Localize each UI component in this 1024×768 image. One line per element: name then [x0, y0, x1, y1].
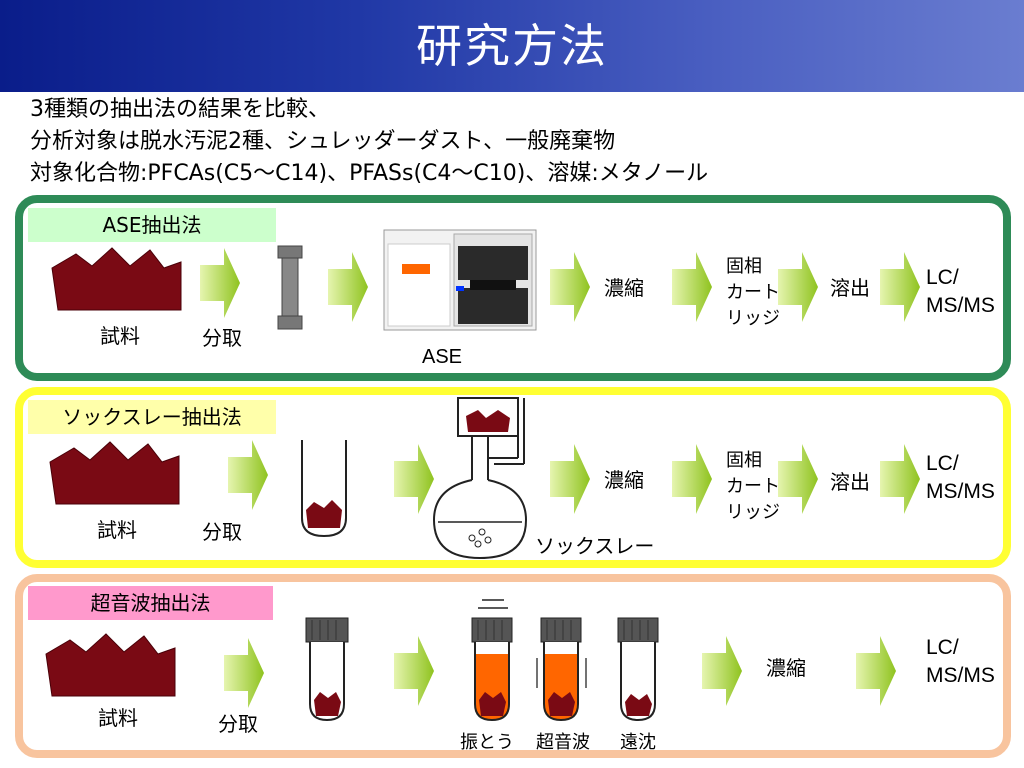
flow-arrow-icon [394, 444, 434, 514]
flow-arrow-icon [778, 252, 818, 322]
shaking-label: 振とう [460, 732, 514, 753]
sample-label: 試料 [97, 518, 137, 542]
flow-arrow-icon [672, 444, 712, 514]
soxhlet-panel [15, 387, 1011, 568]
intro-line-3: 対象化合物:PFCAs(C5～C14)、PFASs(C4～C10)、溶媒:メタノ… [30, 161, 709, 186]
flow-arrow-icon [880, 252, 920, 322]
centrifuge-tube-icon [305, 617, 349, 722]
flow-arrow-icon [778, 444, 818, 514]
soxhlet-apparatus-icon [432, 397, 528, 560]
ultrasonic-method-label: 超音波抽出法 [28, 586, 273, 620]
ultrasonic-label: 超音波 [536, 732, 590, 753]
flow-arrow-icon [550, 444, 590, 514]
concentrate-label: 濃縮 [604, 468, 644, 492]
concentrate-label: 濃縮 [604, 276, 644, 300]
solid-phase-cartridge-label: 固相 カート リッジ [726, 256, 780, 329]
intro-line-1: 3種類の抽出法の結果を比較、 [30, 97, 330, 122]
sample-icon [49, 441, 180, 505]
flow-arrow-icon [550, 252, 590, 322]
flow-arrow-icon [200, 248, 240, 318]
sample-label: 試料 [98, 706, 138, 730]
intro-line-2: 分析対象は脱水汚泥2種、シュレッダーダスト、一般廃棄物 [30, 129, 616, 154]
sample-icon [51, 247, 182, 311]
flow-arrow-icon [328, 252, 368, 322]
soxhlet-method-label: ソックスレー抽出法 [28, 400, 276, 434]
solid-phase-cartridge-label: 固相 カート リッジ [726, 450, 780, 523]
elute-label: 溶出 [830, 470, 870, 494]
extraction-cell-icon [277, 245, 303, 330]
ase-method-label: ASE抽出法 [28, 208, 276, 242]
elute-label: 溶出 [830, 276, 870, 300]
page-title: 研究方法 [416, 19, 608, 73]
ultrasonic-tube-icon [536, 617, 587, 722]
thimble-tube-icon [301, 440, 347, 538]
title-bar: 研究方法 [0, 0, 1024, 92]
flow-arrow-icon [224, 638, 264, 708]
ase-instrument-icon [383, 229, 537, 331]
shaking-tube-icon [471, 599, 513, 722]
sample-icon [45, 633, 176, 697]
flow-arrow-icon [702, 636, 742, 706]
concentrate-label: 濃縮 [766, 656, 806, 680]
flow-arrow-icon [856, 636, 896, 706]
sample-label: 試料 [100, 324, 140, 348]
lcmsms-label: LC/ MS/MS [926, 636, 995, 687]
flow-arrow-icon [880, 444, 920, 514]
intro-text: 3種類の抽出法の結果を比較、 分析対象は脱水汚泥2種、シュレッダーダスト、一般廃… [30, 94, 708, 190]
lcmsms-label: LC/ MS/MS [926, 266, 995, 317]
soxhlet-device-label: ソックスレー [535, 534, 655, 558]
split-label: 分取 [218, 712, 258, 736]
lcmsms-label: LC/ MS/MS [926, 452, 995, 503]
split-label: 分取 [202, 326, 242, 350]
flow-arrow-icon [672, 252, 712, 322]
split-label: 分取 [202, 520, 242, 544]
ultrasonic-panel [15, 574, 1011, 758]
ase-device-label: ASE [422, 346, 463, 368]
centrifuge-label: 遠沈 [620, 732, 656, 753]
flow-arrow-icon [394, 636, 434, 706]
centrifuged-tube-icon [617, 617, 659, 722]
ase-panel [15, 195, 1011, 381]
flow-arrow-icon [228, 440, 268, 510]
